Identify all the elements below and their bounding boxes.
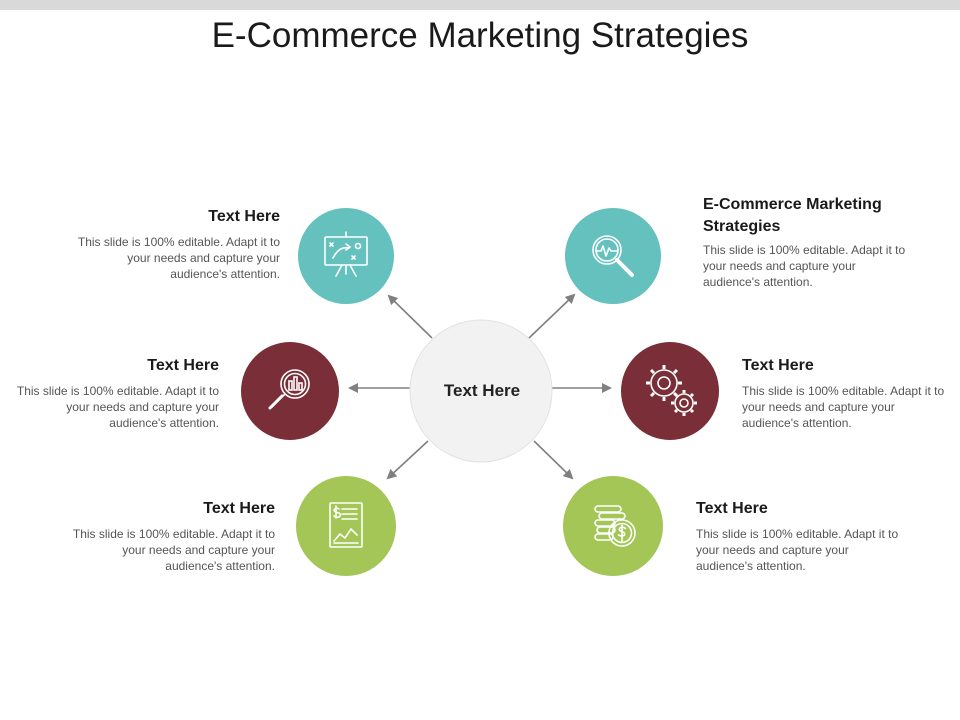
text-block-top-right: E-Commerce Marketing Strategies This sli…: [703, 194, 908, 290]
arrow-top-left: [387, 294, 433, 339]
node-bottom-right: [563, 476, 663, 576]
text-block-top-left: Text Here This slide is 100% editable. A…: [70, 206, 280, 282]
node-circle: [241, 342, 339, 440]
node-circle: [296, 476, 396, 576]
block-body: This slide is 100% editable. Adapt it to…: [703, 243, 906, 289]
block-heading: Text Here: [696, 500, 768, 517]
block-body: This slide is 100% editable. Adapt it to…: [696, 527, 899, 573]
block-heading: Text Here: [208, 208, 280, 225]
block-heading: Text Here: [203, 500, 275, 517]
node-circle: [621, 342, 719, 440]
connector-arrows: [348, 293, 612, 480]
top-bar: [0, 0, 960, 10]
node-top-right: [565, 208, 661, 304]
arrow-bottom-right: [533, 440, 574, 480]
block-heading: Text Here: [742, 357, 814, 374]
node-top-left: [298, 208, 394, 304]
center-circle: [409, 319, 553, 463]
text-block-middle-left: Text Here This slide is 100% editable. A…: [9, 355, 219, 431]
node-middle-left: [241, 342, 339, 440]
block-heading: Text Here: [147, 357, 219, 374]
financial-report-icon: [329, 502, 363, 548]
block-body: This slide is 100% editable. Adapt it to…: [72, 527, 275, 573]
arrow-top-right: [528, 293, 576, 339]
node-bottom-left: [296, 476, 396, 576]
node-circle: [565, 208, 661, 304]
block-body: This slide is 100% editable. Adapt it to…: [742, 384, 945, 430]
text-block-bottom-left: Text Here This slide is 100% editable. A…: [65, 498, 275, 574]
text-block-middle-right: Text Here This slide is 100% editable. A…: [742, 355, 952, 431]
strategy-board-icon: [324, 231, 368, 277]
gears-icon: [646, 365, 697, 416]
arrow-bottom-left: [386, 440, 429, 480]
slide-title: E-Commerce Marketing Strategies: [211, 16, 749, 55]
node-circle: [298, 208, 394, 304]
block-body: This slide is 100% editable. Adapt it to…: [77, 235, 280, 281]
magnifier-chart-icon: [268, 369, 310, 410]
text-block-bottom-right: Text Here This slide is 100% editable. A…: [696, 498, 906, 574]
block-body: This slide is 100% editable. Adapt it to…: [16, 384, 219, 430]
node-middle-right: [621, 342, 719, 440]
search-pulse-icon: [592, 235, 634, 277]
center-label: Text Here: [443, 381, 521, 400]
block-heading: E-Commerce Marketing Strategies: [703, 196, 882, 235]
coins-dollar-icon: [594, 505, 636, 547]
